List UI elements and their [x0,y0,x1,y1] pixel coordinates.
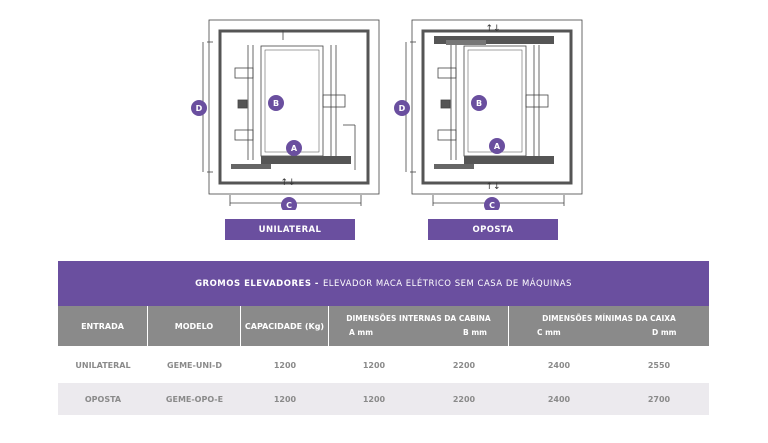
header-caixa-d: D mm [652,328,677,337]
cell-c: 2400 [547,360,571,370]
cell-a: 1200 [362,394,386,404]
svg-text:A: A [494,142,501,151]
marker-a: A [286,140,302,156]
svg-text:D: D [196,104,203,113]
svg-text:A: A [291,144,298,153]
cell-entrada: OPOSTA [84,394,122,404]
marker-d: D [394,100,410,116]
header-caixa-group: DIMENSÕES MÍNIMAS DA CAIXA C mm D mm [509,306,709,346]
cell-capacidade: 1200 [273,360,297,370]
header-cabina-b: B mm [463,328,487,337]
table-title: GROMOS ELEVADORES - ELEVADOR MACA ELÉTRI… [58,261,709,306]
table-header: ENTRADA MODELO CAPACIDADE (Kg) DIMENSÕES… [58,306,709,346]
cell-modelo: GEME-UNI-D [167,360,222,370]
header-cabina-group: DIMENSÕES INTERNAS DA CABINA A mm B mm [329,306,509,346]
marker-d: D [191,100,207,116]
cell-c: 2400 [547,394,571,404]
cell-b: 2200 [452,394,476,404]
door-arrow-glyph-bottom: ↑↓ [485,182,500,192]
table-subtitle: ELEVADOR MACA ELÉTRICO SEM CASA DE MÁQUI… [322,278,572,289]
unilateral-shaft-diagram: ↑↓ D B A C [191,19,380,210]
table-row: OPOSTA GEME-OPO-E 1200 1200 2200 2400 27… [58,383,709,415]
cell-modelo: GEME-OPO-E [165,394,224,404]
header-entrada: ENTRADA [58,306,148,346]
marker-c: C [281,197,297,210]
cell-capacidade: 1200 [273,394,297,404]
door-arrow-glyph-top: ↑↓ [485,24,500,34]
oposta-caption: OPOSTA [428,219,558,240]
header-cabina: DIMENSÕES INTERNAS DA CABINA [346,314,491,323]
marker-c: C [484,197,500,210]
svg-text:D: D [399,104,406,113]
cell-d: 2550 [647,360,671,370]
svg-text:C: C [489,201,495,210]
marker-a: A [489,138,505,154]
brand-name: GROMOS ELEVADORES - [195,278,319,289]
door-arrow-glyph: ↑↓ [280,178,295,188]
marker-b: B [471,95,487,111]
svg-text:B: B [476,99,482,108]
svg-text:B: B [273,99,279,108]
unilateral-caption: UNILATERAL [225,219,355,240]
cell-b: 2200 [452,360,476,370]
svg-text:C: C [286,201,292,210]
cell-a: 1200 [362,360,386,370]
marker-b: B [268,95,284,111]
oposta-shaft-diagram: ↑↓ ↑↓ D B A C [394,19,583,210]
table-row: UNILATERAL GEME-UNI-D 1200 1200 2200 240… [58,349,709,381]
header-modelo: MODELO [148,306,241,346]
header-caixa: DIMENSÕES MÍNIMAS DA CAIXA [542,314,676,323]
header-capacidade: CAPACIDADE (Kg) [241,306,329,346]
cell-d: 2700 [647,394,671,404]
specifications-table: GROMOS ELEVADORES - ELEVADOR MACA ELÉTRI… [58,261,709,415]
header-cabina-a: A mm [349,328,374,337]
cell-entrada: UNILATERAL [75,360,131,370]
header-caixa-c: C mm [537,328,561,337]
